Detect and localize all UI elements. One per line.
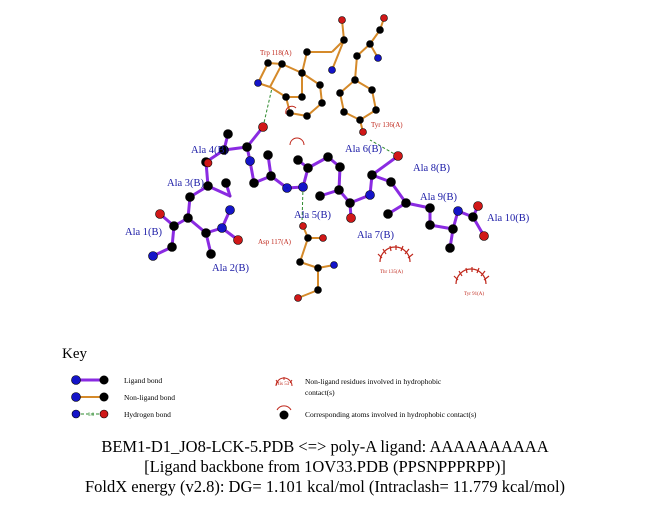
- key-hbond-length: 3.0: [88, 413, 95, 418]
- caption-line3: FoldX energy (v2.8): DG= 1.101 kcal/mol …: [85, 477, 565, 496]
- key-hydrophobic-residues-2: contact(s): [305, 388, 335, 397]
- label-ala6: Ala 6(B): [345, 144, 383, 155]
- caption-line2: [Ligand backbone from 1OV33.PDB (PPSNPPP…: [144, 457, 506, 476]
- label-ala9: Ala 9(B): [420, 192, 458, 203]
- label-ala2: Ala 2(B): [212, 263, 250, 274]
- label-ala3: Ala 3(B): [167, 178, 205, 189]
- label-ala7: Ala 7(B): [357, 230, 395, 241]
- atoms: [148, 14, 489, 302]
- key-hydrogen-bond: Hydrogen bond: [124, 410, 171, 419]
- label-trp118: Trp 118(A): [260, 49, 292, 57]
- key-hydrophobic-residues-1: Non-ligand residues involved in hydropho…: [305, 377, 442, 386]
- label-ala5: Ala 5(B): [294, 210, 332, 221]
- key-nonligand-bond: Non-ligand bond: [124, 393, 175, 402]
- label-thr135: Thr 135(A): [380, 270, 403, 275]
- label-asp117: Asp 117(A): [258, 238, 292, 246]
- label-ala10: Ala 10(B): [487, 213, 530, 224]
- label-ala4: Ala 4(B): [191, 145, 229, 156]
- nonligand-bonds: [257, 17, 385, 299]
- key-hydrophobic-atoms: Corresponding atoms involved in hydropho…: [305, 410, 477, 419]
- caption-line1: BEM1-D1_JO8-LCK-5.PDB <=> poly-A ligand:…: [101, 437, 548, 456]
- hydrogen-bonds: [262, 87, 399, 224]
- label-ala1: Ala 1(B): [125, 227, 163, 238]
- label-tyr136: Tyr 136(A): [371, 121, 403, 129]
- hydrophobic-contact-thr135: [377, 245, 414, 263]
- key-his-label: His 53: [276, 382, 290, 387]
- label-ala8: Ala 8(B): [413, 163, 451, 174]
- key-legend: Key Ligand bond Non-ligand bond 3.0 Hydr…: [62, 346, 477, 420]
- key-title: Key: [62, 346, 87, 362]
- label-tyr91: Tyr 91(A): [464, 292, 484, 297]
- hydrophobic-contact-tyr91: [453, 267, 490, 285]
- key-ligand-bond: Ligand bond: [124, 376, 162, 385]
